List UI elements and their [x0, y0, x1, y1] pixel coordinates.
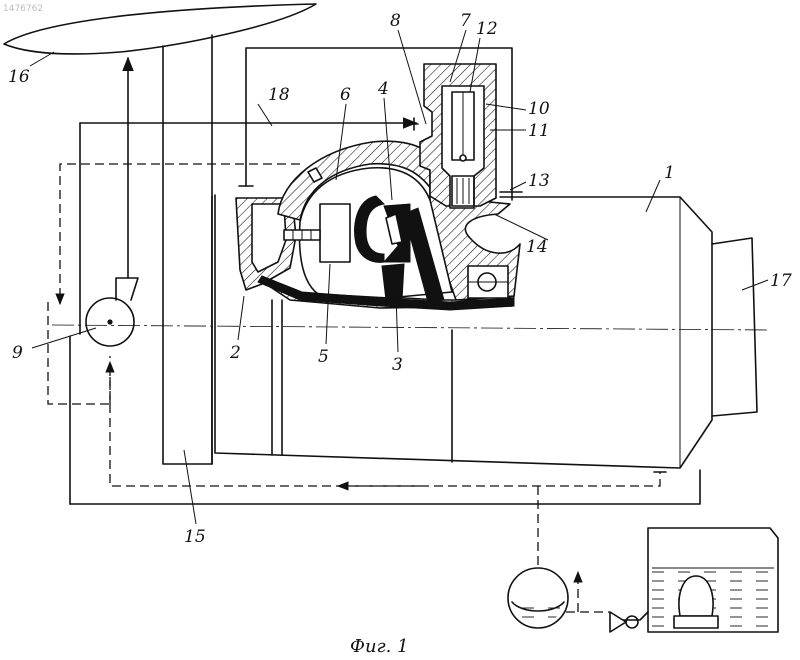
callout-7: 7	[460, 11, 471, 31]
callout-16: 16	[8, 67, 30, 87]
callout-8: 8	[390, 11, 401, 31]
callout-11: 11	[528, 121, 550, 141]
callout-5: 5	[318, 347, 329, 367]
callout-14: 14	[526, 237, 548, 257]
callout-17: 17	[770, 271, 792, 291]
callout-13: 13	[528, 171, 550, 191]
pylon-15	[163, 35, 212, 464]
callout-2: 2	[229, 343, 241, 363]
exhaust-nozzle-17	[712, 238, 757, 416]
engine-axis	[52, 325, 770, 330]
air-duct-to-wing	[116, 58, 138, 300]
float-chamber	[508, 568, 568, 628]
fuel-tank	[610, 528, 778, 632]
callout-4: 4	[377, 79, 389, 99]
callout-9: 9	[12, 343, 23, 363]
callout-3: 3	[392, 355, 403, 375]
figure-caption: Фиг. 1	[350, 636, 409, 657]
callout-1: 1	[664, 163, 675, 183]
pump-9	[86, 298, 134, 346]
callout-6: 6	[340, 85, 351, 105]
callout-18: 18	[268, 85, 290, 105]
generator-5	[320, 204, 350, 262]
callout-10: 10	[528, 99, 550, 119]
callout-15: 15	[184, 527, 206, 547]
callout-12: 12	[476, 19, 498, 39]
corner-mark: 1476762	[3, 4, 43, 14]
wing-16	[4, 4, 316, 54]
